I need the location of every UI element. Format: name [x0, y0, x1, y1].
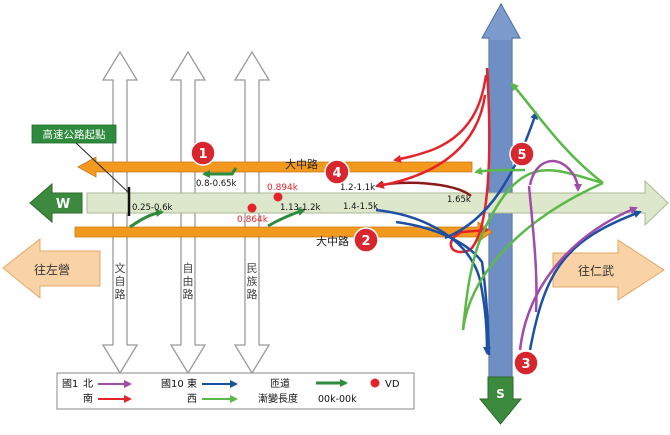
legend-east: 東 — [187, 377, 197, 390]
vd-points: 0.894k 0.864k — [237, 183, 299, 225]
freeway-10-horizontal — [86, 179, 669, 227]
marker-4: 4 — [324, 159, 350, 185]
dazhong-north-label: 大中路 — [285, 157, 318, 171]
legend-nat10: 國10 — [161, 378, 184, 390]
minzu-char-1: 民 — [247, 262, 258, 275]
marker-3-label: 3 — [521, 357, 530, 372]
expressway-start-label: 高速公路起點 — [43, 128, 106, 141]
marker-1: 1 — [190, 140, 216, 166]
street-label-ziyou: 自 由 路 — [183, 262, 194, 301]
vd-label-0864: 0.864k — [237, 215, 269, 225]
legend-north: 北 — [83, 378, 93, 390]
interchange-ramps — [375, 67, 642, 356]
street-label-minzu: 民 族 路 — [247, 262, 258, 301]
km-12-11: 1.2-1.1k — [340, 183, 375, 193]
south-direction-arrow: S — [478, 376, 523, 425]
ramp-km-labels: 0.8-0.65k 0.25-0.6k 1.13-1.2k 1.4-1.5k 1… — [132, 179, 471, 213]
vd-dot-0894 — [273, 192, 283, 202]
legend-west: 西 — [187, 394, 197, 405]
marker-5: 5 — [509, 141, 535, 167]
marker-3: 3 — [513, 350, 539, 376]
ziyou-char-3: 路 — [183, 288, 194, 301]
legend-taper: 漸變長度 — [258, 392, 298, 405]
wenzi-char-1: 文 — [115, 261, 126, 275]
ziyou-char-2: 由 — [183, 274, 194, 288]
south-label: S — [496, 387, 505, 401]
legend-nat1: 國1 — [62, 378, 78, 390]
ramp-arrow-2 — [129, 209, 164, 229]
wenzi-char-3: 路 — [115, 288, 126, 301]
ramp-arrow-1 — [202, 167, 238, 178]
legend: 國1 北 南 國10 東 西 匝道 漸變長度 00k-00k VD — [56, 372, 415, 410]
km-08-065: 0.8-0.65k — [196, 179, 237, 189]
marker-4-label: 4 — [332, 166, 341, 181]
km-025-06: 0.25-0.6k — [132, 203, 173, 213]
legend-km-range: 00k-00k — [318, 394, 357, 405]
legend-vd: VD — [385, 379, 400, 390]
dazhong-road-south — [74, 221, 493, 243]
minzu-char-3: 路 — [247, 288, 258, 301]
marker-5-label: 5 — [517, 148, 526, 163]
km-14-15: 1.4-1.5k — [343, 202, 378, 212]
dazhong-road-north — [77, 156, 473, 178]
minzu-char-2: 族 — [247, 274, 258, 288]
km-165: 1.65k — [447, 195, 471, 205]
ramp-arrows — [129, 167, 306, 229]
vd-label-0894: 0.894k — [267, 183, 299, 193]
marker-2: 2 — [353, 227, 379, 253]
legend-south: 南 — [83, 392, 93, 405]
wenzi-char-2: 自 — [115, 275, 126, 288]
ramp-arrow-3 — [267, 208, 306, 228]
dazhong-south-label: 大中路 — [316, 234, 349, 248]
km-113-12: 1.13-1.2k — [280, 203, 321, 213]
street-label-wenzi: 文 自 路 — [115, 261, 126, 301]
to-zuoying-arrow: 往左營 — [2, 237, 101, 300]
marker-2-label: 2 — [361, 234, 370, 249]
marker-1-label: 1 — [198, 147, 207, 162]
to-renwu-arrow: 往仁武 — [552, 239, 665, 301]
to-zuoying-label: 往左營 — [34, 262, 70, 277]
vd-dot-0864 — [247, 203, 257, 213]
expressway-start: 高速公路起點 — [31, 124, 131, 216]
to-renwu-label: 往仁武 — [578, 263, 614, 278]
legend-ramp: 匝道 — [270, 377, 290, 390]
legend-vd-dot — [370, 378, 380, 388]
west-direction-arrow: W — [29, 182, 83, 224]
ziyou-char-1: 自 — [183, 262, 194, 275]
west-label: W — [56, 197, 70, 212]
